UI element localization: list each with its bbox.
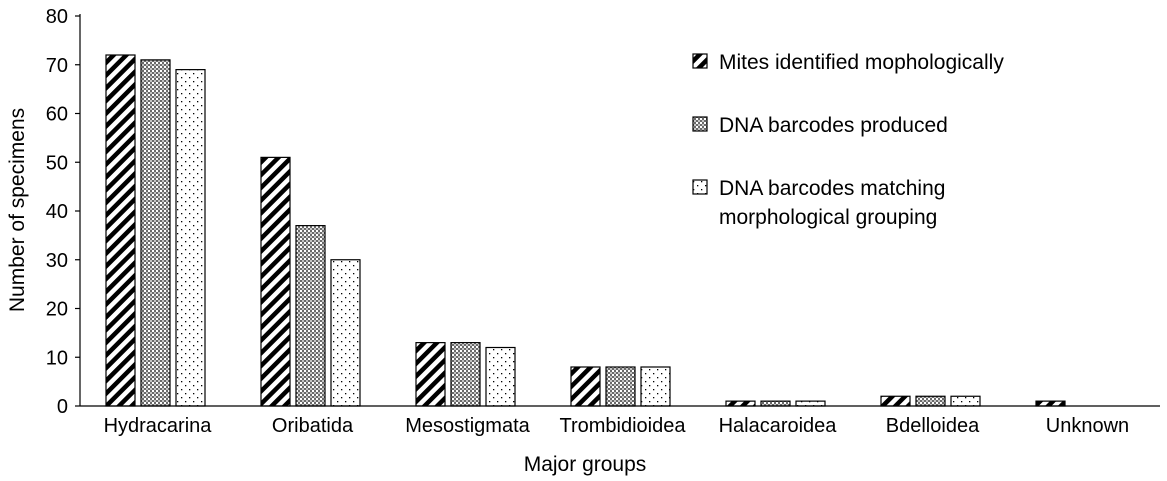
legend-label-series-2: DNA barcodes produced	[719, 114, 948, 137]
x-tick-label-hydracarina: Hydracarina	[104, 415, 213, 437]
bar-mesostigmata-series-3	[485, 346, 516, 407]
legend-label-series-3: DNA barcodes matching	[719, 177, 945, 200]
bar-trombidioidea-series-2	[605, 366, 636, 407]
bars-layer	[105, 54, 1066, 407]
bar-mesostigmata-series-1	[415, 342, 446, 407]
y-tick-label: 70	[46, 55, 68, 77]
bar-bdelloidea-series-3	[950, 395, 981, 407]
x-tick-label-unknown: Unknown	[1046, 415, 1129, 437]
bar-oribatida-series-1	[260, 156, 291, 407]
legend-swatch-series-1	[692, 53, 708, 69]
legend-swatch-series-3	[692, 179, 708, 195]
y-tick-label: 40	[46, 201, 68, 223]
bar-mesostigmata-series-2	[450, 342, 481, 407]
bar-oribatida-series-3	[330, 259, 361, 407]
x-tick-label-bdelloidea: Bdelloidea	[886, 415, 980, 437]
bar-hydracarina-series-2	[140, 59, 171, 407]
legend-swatch-series-2	[692, 116, 708, 132]
x-axis-title: Major groups	[524, 453, 647, 476]
bar-halacaroidea-series-2	[760, 400, 791, 407]
y-tick-label: 0	[57, 396, 68, 418]
bar-halacaroidea-series-3	[795, 400, 826, 407]
y-tick-label: 30	[46, 250, 68, 272]
bar-unknown-series-1	[1035, 400, 1066, 407]
bar-halacaroidea-series-1	[725, 400, 756, 407]
bar-hydracarina-series-1	[105, 54, 136, 407]
y-tick-label: 50	[46, 152, 68, 174]
bar-trombidioidea-series-1	[570, 366, 601, 407]
bar-bdelloidea-series-1	[880, 395, 911, 407]
y-axis-title: Number of specimens	[6, 108, 29, 312]
x-tick-label-halacaroidea: Halacaroidea	[719, 415, 838, 437]
legend-label-series-1: Mites identified mophologically	[719, 51, 1004, 74]
y-tick-label: 20	[46, 299, 68, 321]
bar-trombidioidea-series-3	[640, 366, 671, 407]
y-tick-label: 60	[46, 104, 68, 126]
legend-label-series-3: morphological grouping	[719, 206, 937, 229]
x-tick-label-oribatida: Oribatida	[272, 415, 354, 437]
bar-bdelloidea-series-2	[915, 395, 946, 407]
x-tick-label-trombidioidea: Trombidioidea	[560, 415, 687, 437]
y-tick-label: 80	[46, 6, 68, 28]
x-tick-label-mesostigmata: Mesostigmata	[405, 415, 530, 437]
bar-hydracarina-series-3	[175, 69, 206, 407]
bar-oribatida-series-2	[295, 225, 326, 407]
y-tick-label: 10	[46, 347, 68, 369]
